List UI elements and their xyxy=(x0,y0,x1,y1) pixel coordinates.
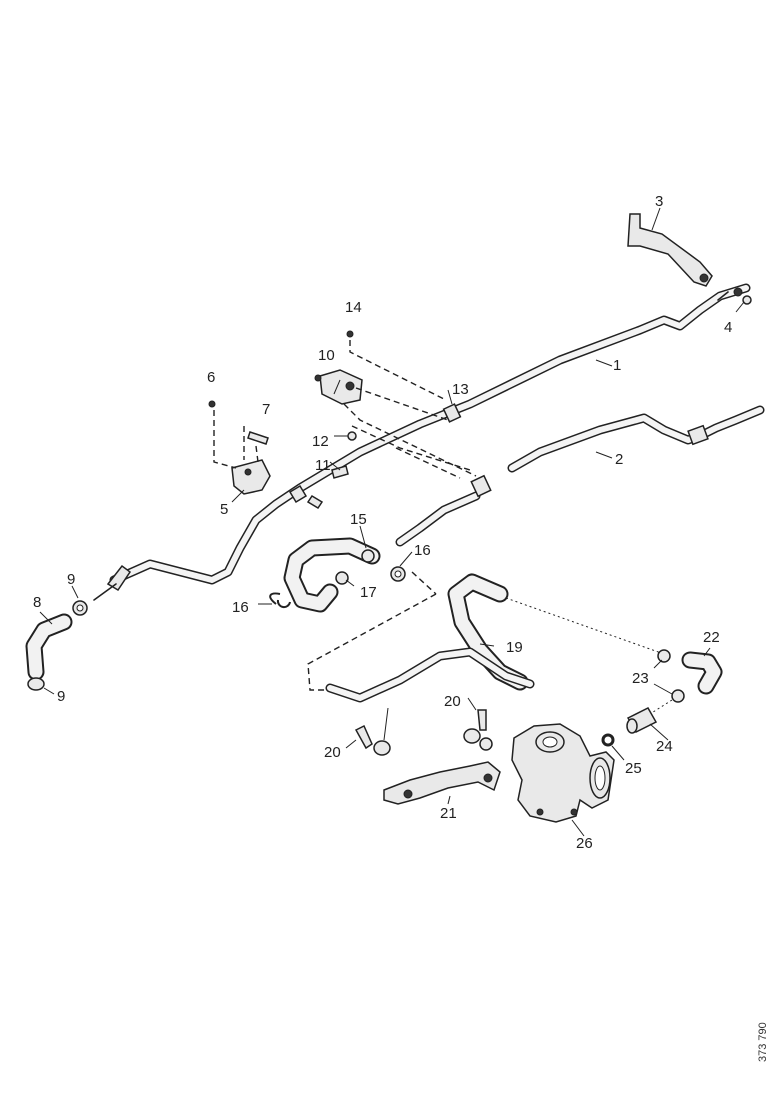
hose-part-8 xyxy=(25,613,73,681)
screw-part-6 xyxy=(208,400,216,408)
pipe-end-bracket xyxy=(93,564,132,601)
clip-part-11 xyxy=(331,465,349,479)
leader-lines xyxy=(39,207,745,837)
label-part-10: 10 xyxy=(318,347,335,364)
bracket-part-3 xyxy=(627,213,713,287)
hose-part-19 xyxy=(325,573,535,703)
clamp-part-23-lower xyxy=(671,689,685,703)
label-part-22: 22 xyxy=(703,629,720,646)
assembly-line-10a xyxy=(355,387,449,421)
clamp-part-17 xyxy=(335,571,349,585)
leader-bushing xyxy=(383,707,389,741)
assembly-line-12b xyxy=(395,447,461,479)
bushing-left xyxy=(373,740,391,756)
label-part-17: 17 xyxy=(360,584,377,601)
clamp-part-9-lower xyxy=(27,677,45,691)
label-part-15: 15 xyxy=(350,511,367,528)
label-part-12: 12 xyxy=(312,433,329,450)
label-part-16: 16 xyxy=(232,599,249,616)
assembly-line-19 xyxy=(307,593,437,691)
bolt-part-20-left xyxy=(354,724,373,750)
screw-part-14 xyxy=(346,330,354,338)
label-part-9-lower: 9 xyxy=(57,688,65,705)
assembly-line-7b xyxy=(255,445,259,463)
assembly-line-18 xyxy=(411,571,437,595)
bracket-part-10 xyxy=(314,369,363,405)
label-part-9-upper: 9 xyxy=(67,571,75,588)
label-part-25: 25 xyxy=(625,760,642,777)
clip-part-4 xyxy=(742,295,752,305)
label-part-2: 2 xyxy=(615,451,623,468)
bushing-right xyxy=(463,728,493,751)
label-part-18: 16 xyxy=(414,542,431,559)
clamp-part-23-upper xyxy=(657,649,671,663)
hose-part-15 xyxy=(283,537,381,613)
label-part-4: 4 xyxy=(724,319,732,336)
label-part-24: 24 xyxy=(656,738,673,755)
clip-lower-pipe xyxy=(470,474,492,498)
pipe-part-2 xyxy=(395,405,765,547)
label-part-7: 7 xyxy=(262,401,270,418)
clamp-part-16 xyxy=(269,592,291,609)
bracket-part-5 xyxy=(231,459,271,495)
clamp-part-9-upper xyxy=(72,600,88,616)
adapter-part-24 xyxy=(626,707,658,734)
label-part-26: 26 xyxy=(576,835,593,852)
label-part-8: 8 xyxy=(33,594,41,611)
assembly-line-14 xyxy=(349,340,447,401)
assembly-line-23 xyxy=(649,699,673,715)
label-part-20-right: 20 xyxy=(444,693,461,710)
bolt-part-20-right xyxy=(477,709,487,731)
clip-part-13 xyxy=(442,403,462,423)
clip-part-12 xyxy=(347,431,357,441)
assembly-line-10b xyxy=(343,403,477,477)
label-part-11: 11 xyxy=(315,457,331,474)
drawing-number: 373 790 xyxy=(757,1022,769,1062)
label-part-14: 14 xyxy=(345,299,362,316)
label-part-1: 1 xyxy=(613,357,621,374)
label-part-6: 6 xyxy=(207,369,215,386)
thermostat-housing-part-26 xyxy=(511,723,615,823)
bracket-part-21 xyxy=(383,761,501,805)
label-part-13: 13 xyxy=(452,381,469,398)
label-part-3: 3 xyxy=(655,193,663,210)
label-part-23-upper: 23 xyxy=(632,670,649,687)
clamp-part-18 xyxy=(390,566,406,582)
assembly-line-6 xyxy=(213,410,237,469)
pipe-part-1 xyxy=(109,283,751,585)
hose-part-22 xyxy=(681,651,723,695)
assembly-line-22 xyxy=(505,597,665,655)
label-part-21: 21 xyxy=(440,805,457,822)
assembly-line-12 xyxy=(351,425,471,471)
oring-part-25 xyxy=(601,733,615,747)
label-part-19: 19 xyxy=(506,639,523,656)
connector-pair-5 xyxy=(288,484,324,510)
label-part-20-left: 20 xyxy=(324,744,341,761)
label-part-5: 5 xyxy=(220,501,228,518)
bolt-part-7 xyxy=(247,431,269,445)
